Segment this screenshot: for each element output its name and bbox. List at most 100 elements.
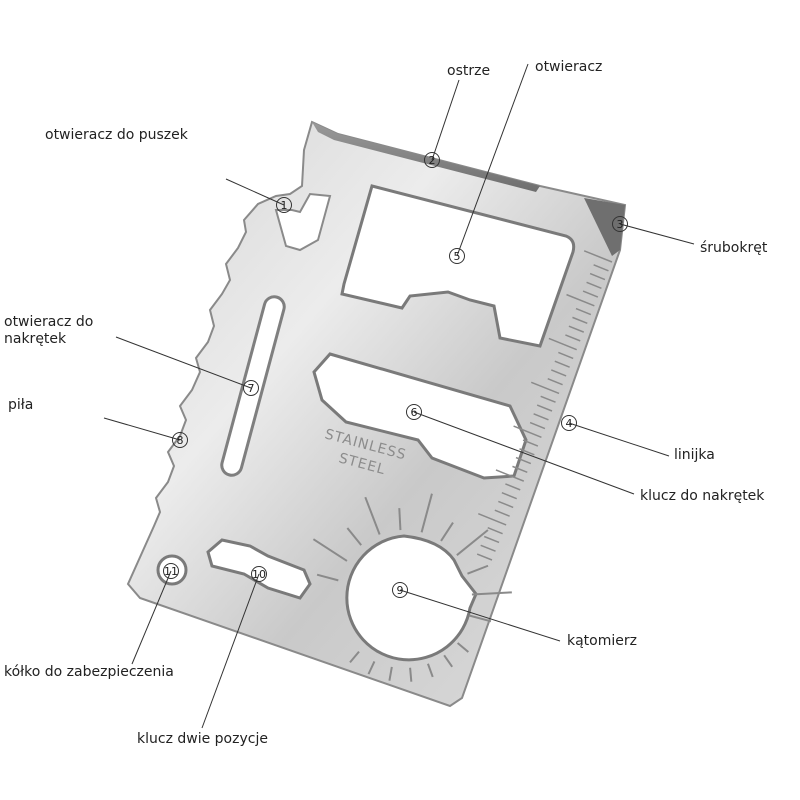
ruler-tick: [550, 369, 567, 377]
protractor-ray: [443, 654, 453, 668]
marker-2: 2: [424, 152, 440, 168]
marker-circle: [612, 216, 628, 232]
leader-blade: [431, 79, 460, 161]
leader-two-position-wrench: [201, 573, 260, 729]
marker-circle: [251, 566, 267, 582]
ruler-tick: [533, 413, 549, 421]
protractor-ray: [471, 591, 512, 596]
leader-saw: [103, 417, 181, 441]
marker-number: 3: [617, 218, 624, 231]
label-safety-ring: kółko do zabezpieczenia: [4, 664, 174, 680]
marker-number: 11: [164, 565, 178, 578]
ruler-tick: [548, 337, 577, 351]
label-saw: piła: [8, 397, 34, 413]
ruler-tick: [568, 325, 585, 333]
marker-number: 7: [248, 382, 255, 395]
label-opener: otwieracz: [535, 59, 603, 75]
label-screwdriver: śrubokręt: [700, 240, 768, 256]
ruler-tick: [593, 264, 609, 272]
leader-opener: [456, 63, 529, 257]
ruler-tick: [589, 272, 606, 281]
protractor-cutout: [345, 534, 478, 662]
leader-screwdriver: [619, 223, 695, 245]
marker-circle: [406, 404, 422, 420]
protractor-rays: [312, 493, 512, 682]
ruler-tick: [513, 425, 542, 438]
marker-circle: [561, 415, 577, 431]
marker-number: 2: [429, 154, 436, 167]
leader-protractor: [399, 589, 561, 642]
ruler-tick: [480, 544, 496, 552]
ruler-tick: [487, 527, 503, 535]
marker-number: 6: [411, 406, 418, 419]
protractor-ray: [388, 666, 393, 681]
protractor-ray: [398, 508, 402, 531]
ruler-tick: [498, 500, 514, 509]
protractor-ray: [367, 661, 376, 675]
protractor-ray: [469, 614, 492, 623]
ruler-tick: [565, 334, 581, 342]
protractor-ray: [409, 667, 413, 682]
marker-circle: [243, 380, 259, 396]
ruler-tick: [522, 439, 539, 447]
protractor-ray: [420, 493, 433, 533]
ruler-tick: [536, 404, 553, 412]
marker-circle: [392, 582, 408, 598]
ruler-tick: [478, 513, 507, 526]
marker-6: 6: [406, 404, 422, 420]
ruler-tick: [519, 448, 535, 456]
ruler-tick: [476, 553, 493, 561]
label-can-opener: otwieracz do puszek: [45, 127, 188, 143]
marker-9: 9: [392, 582, 408, 598]
ruler-tick: [575, 307, 592, 316]
protractor-ray: [346, 527, 362, 546]
marker-8: 8: [172, 432, 188, 448]
protractor-ray: [456, 642, 469, 653]
marker-number: 4: [566, 417, 573, 430]
ruler-tick: [554, 360, 570, 368]
protractor-ray: [364, 496, 381, 535]
marker-number: 10: [252, 568, 266, 581]
marker-10: 10: [251, 566, 267, 582]
marker-circle: [172, 432, 188, 448]
label-two-position-wrench: klucz dwie pozycje: [137, 731, 268, 747]
ruler-ticks: [476, 250, 613, 561]
safety-ring-hole: [156, 554, 188, 586]
screwdriver-edge: [584, 198, 625, 256]
marker-circle: [163, 563, 179, 579]
marker-1: 1: [276, 197, 292, 213]
leader-nut-opener: [115, 336, 252, 389]
ruler-tick: [582, 290, 599, 298]
marker-number: 1: [281, 199, 288, 212]
label-ruler: linijka: [674, 447, 715, 463]
protractor-ray: [440, 521, 454, 542]
leader-safety-ring: [131, 570, 172, 665]
ruler-tick: [583, 250, 613, 263]
ruler-tick: [547, 378, 563, 386]
ruler-tick: [558, 351, 574, 360]
ruler-tick: [494, 509, 510, 517]
marker-number: 9: [397, 584, 404, 597]
label-nut-opener: otwieracz do nakrętek: [4, 314, 94, 347]
ruler-tick: [540, 395, 556, 403]
protractor-ray: [427, 663, 434, 678]
bottle-opener-cutout: [340, 184, 576, 348]
marker-7: 7: [243, 380, 259, 396]
ruler-tick: [501, 491, 517, 500]
protractor-ray: [467, 564, 489, 575]
protractor-ray: [456, 529, 489, 556]
protractor-ray: [349, 650, 360, 663]
label-blade: ostrze: [447, 63, 491, 79]
can-opener-notch: [274, 192, 332, 252]
marker-circle: [449, 248, 465, 264]
nut-opener-slot: [220, 295, 286, 477]
ruler-tick: [495, 469, 525, 482]
leader-wrench: [413, 411, 635, 495]
label-protractor: kątomierz: [567, 633, 637, 649]
blade-edge: [312, 122, 540, 192]
marker-11: 11: [163, 563, 179, 579]
protractor-ray: [312, 538, 348, 562]
